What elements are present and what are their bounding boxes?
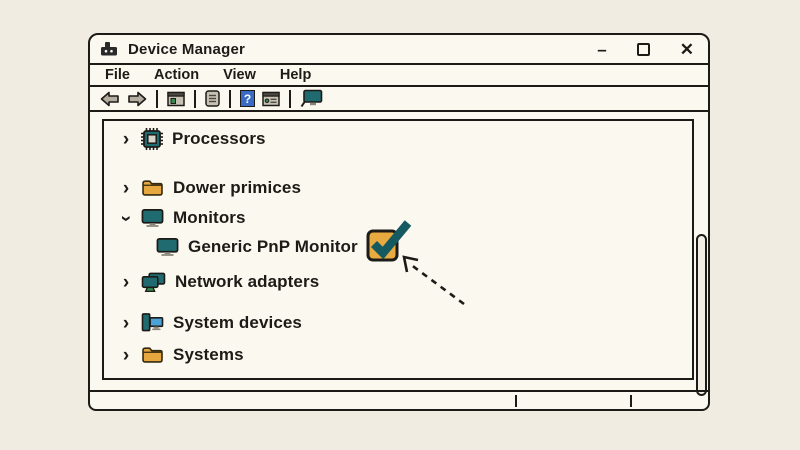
status-bar-divider	[515, 395, 517, 407]
processor-chip-icon	[141, 128, 163, 150]
title-bar: Device Manager – ✕	[90, 35, 708, 65]
tree-item-monitors[interactable]: › Monitors	[115, 203, 246, 233]
scan-hardware-button[interactable]	[300, 89, 323, 108]
tree-item-label: Processors	[172, 129, 266, 148]
minimize-button[interactable]: –	[597, 39, 607, 59]
window-list-button[interactable]	[262, 91, 280, 107]
tree-item-processors[interactable]: › Processors	[118, 124, 266, 154]
toolbar-separator	[289, 89, 291, 108]
tree-item-label: Systems	[173, 345, 244, 364]
tree-item-label: Monitors	[173, 208, 246, 227]
forward-arrow-icon	[128, 91, 147, 106]
tree-item-label: Dower primices	[173, 178, 302, 197]
tree-item-label: Network adapters	[175, 272, 320, 291]
device-tree-panel: › Processors ›	[102, 119, 694, 380]
chevron-right-icon[interactable]: ›	[122, 344, 130, 366]
toolbar-separator	[156, 89, 158, 108]
menu-action[interactable]: Action	[153, 67, 200, 83]
folder-icon	[141, 179, 164, 197]
properties-list-icon	[205, 90, 220, 107]
toolbar: ?	[90, 87, 708, 112]
monitor-icon	[156, 237, 179, 257]
forward-button[interactable]	[127, 91, 147, 107]
dashed-pointer-arrow	[402, 255, 465, 306]
menu-view[interactable]: View	[223, 67, 256, 83]
console-window-icon	[167, 91, 185, 106]
help-icon: ?	[243, 91, 252, 106]
device-manager-app-icon	[100, 41, 119, 57]
tree-item-generic-pnp-monitor[interactable]: Generic PnP Monitor	[156, 232, 358, 262]
console-tree-button[interactable]	[167, 91, 185, 107]
status-bar-divider	[630, 395, 632, 407]
chevron-right-icon[interactable]: ›	[122, 312, 130, 334]
device-manager-window: Device Manager – ✕ File Action View Help	[88, 33, 710, 411]
close-button[interactable]: ✕	[679, 39, 694, 59]
tree-item-label: Generic PnP Monitor	[188, 237, 358, 256]
back-button[interactable]	[100, 91, 120, 107]
chevron-right-icon[interactable]: ›	[122, 271, 130, 293]
toolbar-separator	[194, 89, 196, 108]
status-bar	[90, 390, 708, 409]
folder-icon	[141, 346, 164, 364]
vertical-scrollbar-thumb[interactable]	[696, 234, 707, 396]
menu-help[interactable]: Help	[279, 67, 312, 83]
tree-item-label: System devices	[173, 313, 302, 332]
chevron-right-icon[interactable]: ›	[122, 177, 130, 199]
help-button[interactable]: ?	[240, 90, 255, 107]
window-title: Device Manager	[128, 40, 246, 58]
tree-item-systems[interactable]: › Systems	[118, 340, 244, 370]
tree-item-dower-primices[interactable]: › Dower primices	[118, 173, 301, 203]
tree-item-system-devices[interactable]: › System devices	[118, 308, 302, 338]
menu-bar: File Action View Help	[90, 65, 708, 87]
chevron-down-icon[interactable]: ›	[115, 214, 137, 222]
system-devices-icon	[141, 313, 164, 333]
tree-item-network-adapters[interactable]: › Network adapters	[118, 267, 319, 297]
network-adapter-icon	[141, 272, 166, 293]
window-list-icon	[262, 91, 280, 106]
menu-file[interactable]: File	[105, 67, 130, 83]
back-arrow-icon	[100, 91, 119, 106]
chevron-right-icon[interactable]: ›	[122, 128, 130, 150]
maximize-button[interactable]	[636, 42, 650, 56]
scan-hardware-icon	[300, 89, 323, 108]
toolbar-separator	[229, 89, 231, 108]
enabled-checkbox-checked[interactable]	[362, 216, 414, 266]
monitor-icon	[141, 208, 164, 228]
properties-button[interactable]	[205, 90, 220, 107]
